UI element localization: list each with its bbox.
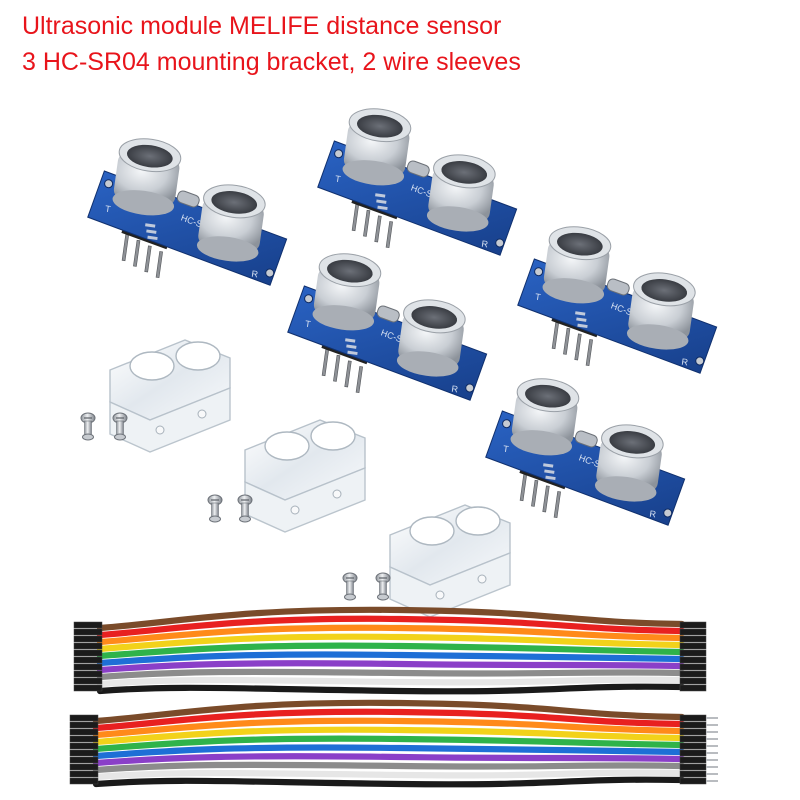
sensor-module-3 [280, 246, 499, 410]
sensor-module-5 [478, 371, 697, 535]
wire [96, 676, 686, 688]
sensor-module-4 [510, 219, 729, 383]
wire [96, 606, 686, 632]
wire [96, 642, 686, 660]
dupont-connector [73, 684, 103, 692]
mounting-bracket-1 [109, 339, 231, 453]
dupont-connector [69, 728, 99, 736]
dupont-connector [73, 635, 103, 643]
wire [92, 753, 686, 767]
wire [92, 776, 686, 788]
dupont-connector [679, 742, 707, 750]
screw-pair-1 [80, 412, 128, 441]
male-pin [706, 731, 718, 733]
caption: Ultrasonic module MELIFE distance sensor… [22, 8, 521, 80]
male-pin [706, 759, 718, 761]
dupont-connector [679, 735, 707, 743]
wire [96, 660, 686, 674]
jumper-wire-cables [69, 606, 718, 788]
dupont-connector [73, 677, 103, 685]
male-pin [706, 780, 718, 782]
sensor-module-1 [80, 131, 299, 295]
screw-pair-2 [207, 494, 253, 523]
male-pin [706, 745, 718, 747]
mounting-bracket-3 [389, 504, 511, 618]
wire [92, 761, 686, 774]
wire [92, 699, 686, 725]
dupont-connector [679, 684, 707, 692]
ribbon-cable-2 [69, 699, 718, 788]
wire [92, 726, 686, 746]
sensor-module-2 [310, 101, 529, 265]
dupont-connector [679, 635, 707, 643]
ribbon-cable-1 [73, 606, 707, 695]
dupont-connector [73, 656, 103, 664]
dupont-connector [69, 735, 99, 743]
dupont-connector [73, 670, 103, 678]
wire [92, 769, 686, 781]
screw-pair-3 [342, 572, 391, 601]
dupont-connector [679, 714, 707, 722]
dupont-connector [679, 721, 707, 729]
dupont-connector [69, 742, 99, 750]
dupont-connector [73, 663, 103, 671]
dupont-connector [69, 770, 99, 778]
wire [96, 683, 686, 695]
dupont-connector [73, 628, 103, 636]
wire [96, 633, 686, 653]
male-pin [706, 773, 718, 775]
wire [96, 668, 686, 681]
dupont-connector [679, 656, 707, 664]
dupont-connector [679, 777, 707, 785]
dupont-connector [69, 777, 99, 785]
male-pin [706, 766, 718, 768]
dupont-connector [679, 728, 707, 736]
caption-line-2: 3 HC-SR04 mounting bracket, 2 wire sleev… [22, 48, 521, 76]
dupont-connector [73, 621, 103, 629]
wire [92, 717, 686, 739]
dupont-connector [679, 677, 707, 685]
dupont-connector [679, 663, 707, 671]
dupont-connector [73, 649, 103, 657]
dupont-connector [69, 756, 99, 764]
caption-line-1: Ultrasonic module MELIFE distance sensor [22, 12, 502, 40]
dupont-connector [679, 628, 707, 636]
wire [96, 615, 686, 639]
wire [92, 708, 686, 732]
dupont-connector [679, 642, 707, 650]
dupont-connector [69, 714, 99, 722]
male-pin [706, 738, 718, 740]
dupont-connector [69, 749, 99, 757]
dupont-connector [69, 721, 99, 729]
dupont-connector [679, 770, 707, 778]
wire [92, 735, 686, 753]
dupont-connector [679, 670, 707, 678]
wire [96, 624, 686, 646]
wire [96, 651, 686, 667]
dupont-connector [679, 763, 707, 771]
dupont-connector [73, 642, 103, 650]
dupont-connector [679, 749, 707, 757]
male-pin [706, 752, 718, 754]
male-pin [706, 717, 718, 719]
male-pin [706, 724, 718, 726]
dupont-connector [679, 756, 707, 764]
mounting-bracket-2 [244, 419, 366, 533]
dupont-connector [679, 621, 707, 629]
dupont-connector [69, 763, 99, 771]
wire [92, 744, 686, 760]
dupont-connector [679, 649, 707, 657]
